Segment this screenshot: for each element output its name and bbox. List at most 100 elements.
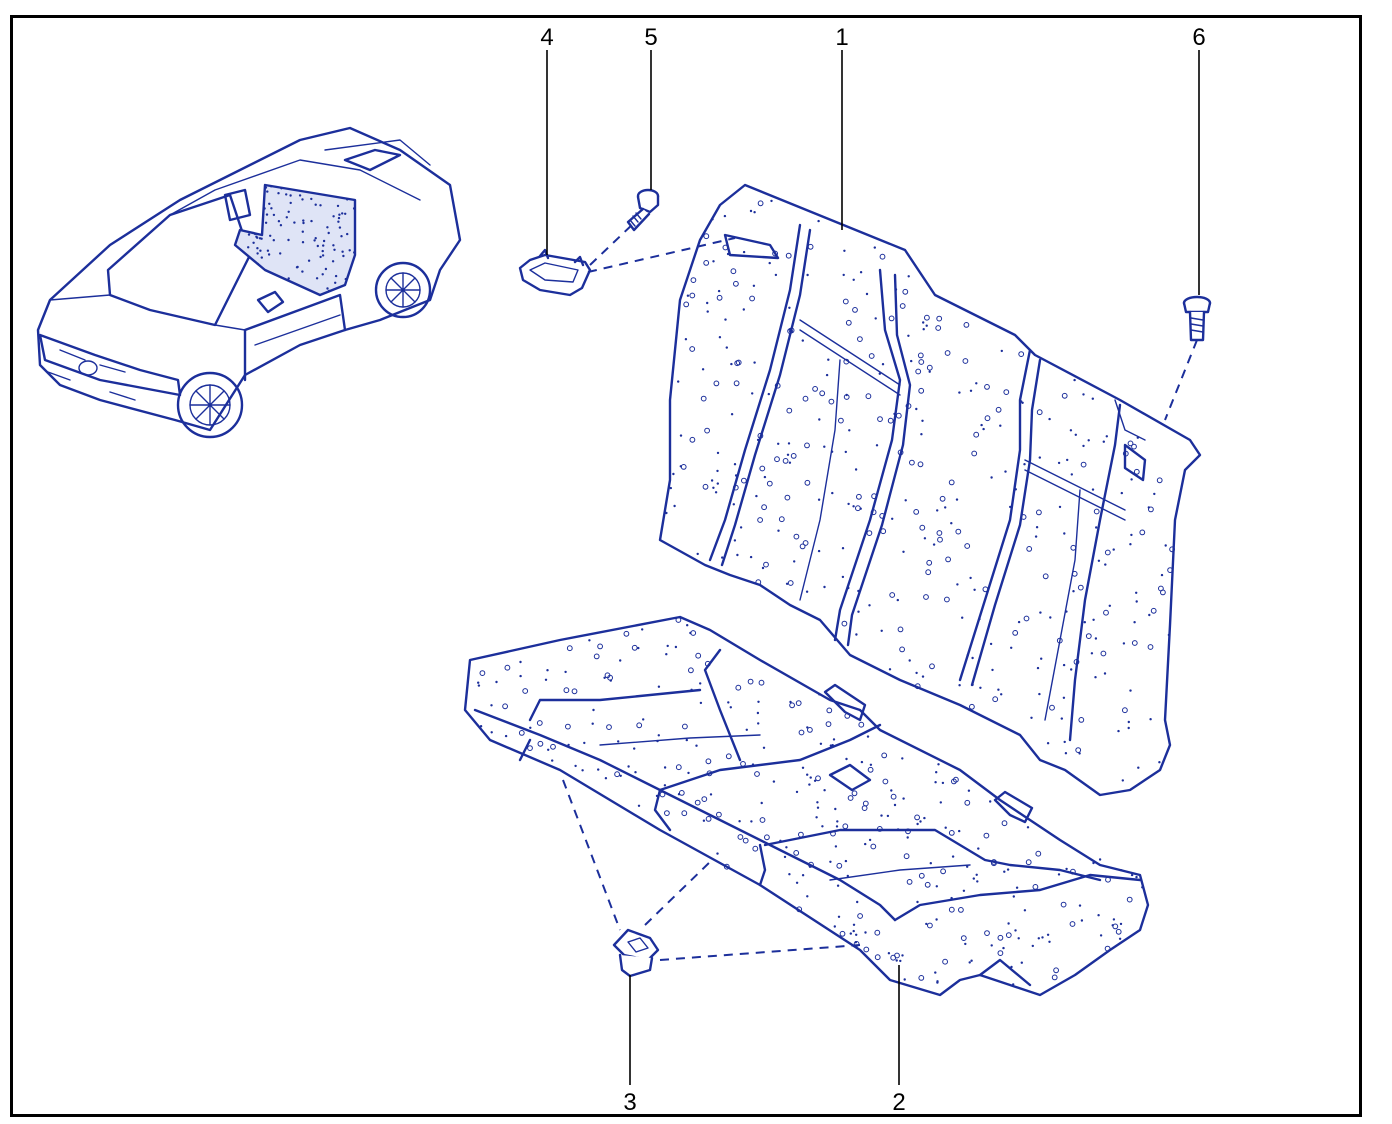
fabric-texture-dot — [970, 959, 973, 962]
fabric-texture-dot — [752, 284, 756, 287]
fabric-texture-dot — [843, 249, 846, 252]
fabric-texture-dot — [855, 933, 858, 936]
fabric-texture-dot — [836, 884, 840, 887]
fabric-texture-dot — [936, 980, 939, 983]
fabric-texture-dot — [279, 252, 282, 255]
fabric-texture-dot — [724, 318, 727, 321]
fabric-texture-dot — [327, 289, 331, 293]
fabric-texture-dot — [280, 187, 283, 190]
fabric-texture-dot — [518, 730, 525, 736]
fabric-texture-dot — [334, 281, 337, 284]
fabric-texture-dot — [997, 688, 1000, 691]
fabric-texture-dot — [857, 336, 863, 343]
fabric-texture-dot — [788, 873, 791, 876]
fabric-texture-dot — [915, 368, 922, 375]
fabric-texture-dot — [1017, 620, 1021, 624]
fabric-texture-dot — [825, 721, 832, 727]
fabric-texture-dot — [955, 528, 962, 535]
fabric-texture-dot — [1061, 392, 1068, 399]
fabric-texture-dot — [1009, 505, 1012, 509]
fabric-texture-dot — [1167, 633, 1171, 637]
fabric-texture-dot — [664, 810, 670, 816]
fabric-texture-dot — [955, 498, 959, 501]
fabric-texture-dot — [962, 358, 969, 364]
fabric-texture-dot — [927, 922, 933, 929]
fabric-texture-dot — [964, 543, 971, 549]
fabric-texture-dot — [267, 253, 271, 256]
fabric-texture-dot — [882, 778, 889, 785]
fabric-texture-dot — [975, 873, 978, 876]
fabric-texture-dot — [1069, 429, 1073, 432]
fabric-texture-dot — [666, 644, 669, 648]
fabric-texture-dot — [1020, 514, 1027, 520]
fabric-texture-dot — [956, 583, 959, 586]
fabric-texture-dot — [982, 427, 985, 431]
fabric-texture-dot — [925, 569, 932, 576]
fabric-texture-dot — [868, 838, 872, 842]
fabric-texture-dot — [677, 793, 681, 796]
fabric-texture-dot — [863, 946, 870, 953]
fabric-texture-dot — [1073, 378, 1076, 382]
fabric-texture-dot — [713, 380, 720, 387]
fabric-texture-dot — [636, 722, 643, 729]
fabric-texture-dot — [857, 589, 860, 593]
fabric-texture-dot — [914, 814, 920, 821]
fabric-texture-dot — [990, 476, 993, 479]
fabric-texture-dot — [831, 491, 834, 495]
fabric-texture-dot — [1060, 901, 1067, 908]
fabric-texture-dot — [958, 829, 961, 833]
fabric-texture-dot — [770, 199, 773, 203]
fabric-texture-dot — [597, 768, 600, 771]
fabric-texture-dot — [844, 859, 848, 863]
fabric-texture-dot — [757, 722, 760, 725]
fabric-texture-dot — [665, 511, 668, 515]
fabric-texture-dot — [889, 592, 896, 598]
fabric-texture-dot — [935, 885, 938, 888]
fabric-texture-dot — [301, 198, 304, 201]
fabric-texture-dot — [914, 683, 921, 690]
fabric-texture-dot — [1092, 618, 1095, 621]
fabric-texture-dot — [935, 325, 942, 331]
fabric-texture-dot — [1003, 870, 1006, 873]
fabric-texture-dot — [1070, 668, 1073, 671]
fabric-texture-dot — [821, 825, 824, 828]
fabric-texture-dot — [1063, 532, 1066, 535]
fabric-texture-dot — [1006, 868, 1010, 871]
fabric-texture-dot — [689, 346, 696, 352]
fabric-texture-dot — [961, 616, 964, 619]
fabric-texture-dot — [764, 834, 770, 841]
fabric-texture-dot — [703, 260, 710, 266]
fabric-texture-dot — [951, 855, 955, 858]
fabric-texture-dot — [971, 683, 974, 686]
fabric-texture-dot — [1135, 875, 1138, 879]
fabric-texture-dot — [923, 537, 927, 540]
fabric-texture-dot — [614, 771, 620, 778]
fabric-texture-dot — [874, 317, 877, 320]
fabric-texture-dot — [689, 292, 696, 299]
fabric-texture-dot — [682, 723, 688, 730]
fabric-texture-dot — [836, 820, 839, 823]
fabric-texture-dot — [760, 801, 763, 805]
fabric-texture-dot — [1091, 488, 1095, 491]
fabric-texture-dot — [958, 391, 961, 394]
fabric-texture-dot — [795, 700, 802, 706]
fabric-texture-dot — [990, 944, 993, 947]
fabric-texture-dot — [888, 315, 895, 322]
fabric-texture-dot — [633, 747, 636, 750]
fabric-texture-dot — [270, 207, 273, 210]
fabric-texture-dot — [1150, 607, 1157, 614]
fabric-texture-dot — [989, 800, 992, 803]
fabric-texture-dot — [902, 288, 909, 295]
fabric-texture-dot — [565, 723, 571, 730]
fabric-texture-dot — [1090, 652, 1094, 655]
fabric-texture-dot — [972, 877, 975, 880]
fabric-texture-dot — [831, 744, 834, 747]
fabric-texture-dot — [725, 346, 728, 349]
fabric-texture-dot — [868, 353, 875, 359]
fabric-texture-dot — [1077, 584, 1084, 591]
fabric-texture-dot — [592, 708, 595, 712]
fabric-texture-dot — [319, 255, 322, 259]
fabric-texture-dot — [921, 675, 925, 678]
fabric-texture-dot — [796, 906, 803, 913]
fabric-texture-dot — [837, 915, 841, 918]
